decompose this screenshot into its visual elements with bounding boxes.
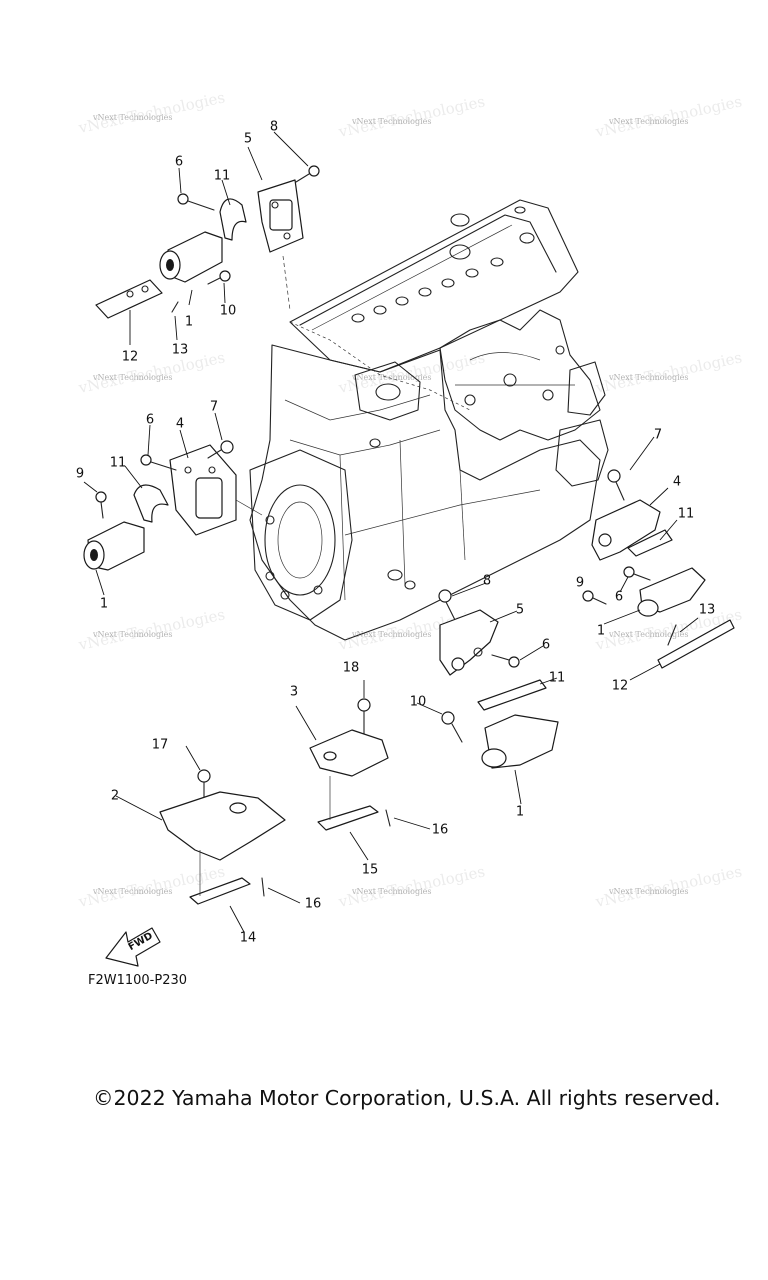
callout-part-number: 13 [699,603,716,618]
engine-mount-part-1 [159,231,223,283]
mount-assembly-rear-lower [83,412,263,596]
callout-part-number: 10 [220,304,237,319]
callout-part-number: 13 [172,343,189,358]
bolt-part-7 [207,440,234,459]
callout-part-number: 15 [362,863,379,878]
watermark: vNext Technologies [351,117,431,126]
engine-mount-part-1 [83,521,145,571]
plate-part-12 [657,619,735,669]
watermark: vNext Technologies [351,887,431,896]
drawing-code: F2W1100-P230 [88,973,188,988]
callout-part-number: 5 [244,132,252,147]
callout-part-number: 9 [76,467,84,482]
callout-part-number: 14 [240,931,257,946]
callout-part-number: 16 [305,897,322,912]
bolt-part-10 [207,270,231,285]
callout-part-number: 2 [111,789,119,804]
callout-part-number: 18 [343,661,360,676]
watermark: vNext Technologies [608,373,688,382]
bracket-part-4 [591,499,661,561]
callout-part-number: 10 [410,695,427,710]
bolt-part-10 [441,711,463,743]
plate-part-12 [95,279,163,319]
callout-part-number: 11 [678,507,695,522]
stopper-assembly-left [115,745,301,933]
callout-part-number: 6 [615,590,623,605]
callout-part-number: 11 [214,169,231,184]
spacer-part-11 [133,484,169,523]
bolt-part-9 [95,491,107,519]
callout-part-number: 1 [597,624,605,639]
bolt-part-6 [491,654,520,668]
callout-part-number: 7 [210,400,218,415]
spacer-part-11 [627,529,673,557]
watermark: vNext Technologies [351,630,431,639]
bolt-part-6 [623,566,651,581]
watermark: vNext Technologies [92,373,172,382]
mount-assembly-front-center [416,582,559,805]
watermark: vNext Technologies [92,630,172,639]
engine-mount-part-1 [637,567,706,617]
screw-part-13 [171,301,179,313]
engine-block [249,199,609,641]
callout-part-number: 8 [270,120,278,135]
callout-part-number: 7 [654,428,662,443]
cam-cap-row [351,206,535,323]
callout-part-number: 8 [483,574,491,589]
watermark: vNext Technologies [92,113,172,122]
forward-direction-arrow: FWD [105,927,161,967]
spacer-part-11 [219,198,247,241]
pad-part-2 [159,791,286,861]
callout-part-number: 11 [549,671,566,686]
callout-part-number: 9 [576,576,584,591]
watermark: vNext Technologies [608,630,688,639]
stopper-part-3 [309,729,389,777]
mount-assembly-front-right [582,436,735,681]
callout-part-number: 3 [290,685,298,700]
callout-part-number: 17 [152,738,169,753]
bracket-part-15 [317,805,379,831]
callout-part-number: 11 [110,456,127,471]
callout-part-number: 12 [612,679,629,694]
bolt-part-6 [177,193,215,211]
spacer-part-11 [477,679,547,711]
bolt-part-8 [438,589,456,621]
bolt-part-16 [385,809,391,827]
bolt-part-9 [582,590,607,605]
callout-part-number: 16 [432,823,449,838]
callout-part-number: 4 [176,417,184,432]
watermark: vNext Technologies [608,887,688,896]
plate-part-14 [189,877,251,905]
bolt-part-8 [295,165,320,183]
bolt-part-6 [140,454,177,471]
watermark: vNext Technologies [92,887,172,896]
mount-assembly-rear-upper [95,131,320,345]
callout-part-number: 6 [175,155,183,170]
watermark: vNext Technologies [351,373,431,382]
bolt-part-7 [607,469,625,501]
watermark: vNext Technologies [608,117,688,126]
callout-part-number: 4 [673,475,681,490]
callout-part-number: 12 [122,350,139,365]
bolt-part-16 [261,877,265,897]
stopper-assembly-center [295,680,431,861]
callout-part-number: 6 [146,413,154,428]
callout-part-number: 1 [185,315,193,330]
screw-part-13 [667,624,677,646]
callout-part-number: 5 [516,603,524,618]
engine-mount-part-1 [481,714,559,769]
callout-part-number: 1 [516,805,524,820]
copyright-notice: ©2022 Yamaha Motor Corporation, U.S.A. A… [93,1086,721,1110]
callout-part-number: 1 [100,597,108,612]
callout-part-number: 6 [542,638,550,653]
